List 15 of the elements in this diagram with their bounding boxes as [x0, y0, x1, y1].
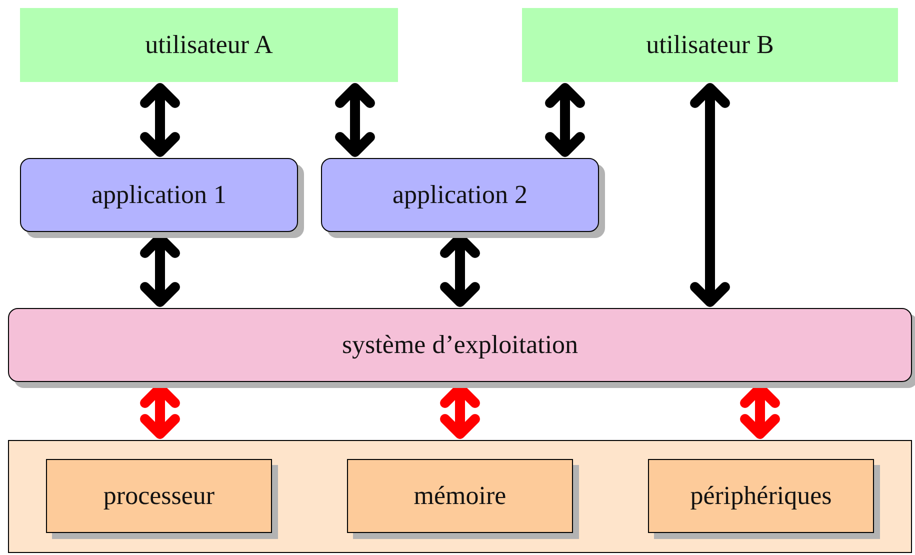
node-label: système d’exploitation — [342, 330, 578, 360]
node-label: périphériques — [690, 481, 832, 511]
double-arrow — [140, 83, 180, 157]
node-label: utilisateur A — [145, 30, 273, 60]
double-arrow — [335, 83, 375, 157]
node-label: processeur — [103, 481, 215, 511]
user-box — [522, 8, 898, 82]
node-label: application 1 — [91, 180, 226, 210]
double-arrow — [690, 83, 730, 307]
hardware-container — [8, 440, 912, 553]
node-label: utilisateur B — [646, 30, 774, 60]
node-label: application 2 — [392, 180, 528, 210]
double-arrow — [545, 83, 585, 157]
node-label: mémoire — [414, 481, 506, 511]
user-box — [20, 8, 398, 82]
